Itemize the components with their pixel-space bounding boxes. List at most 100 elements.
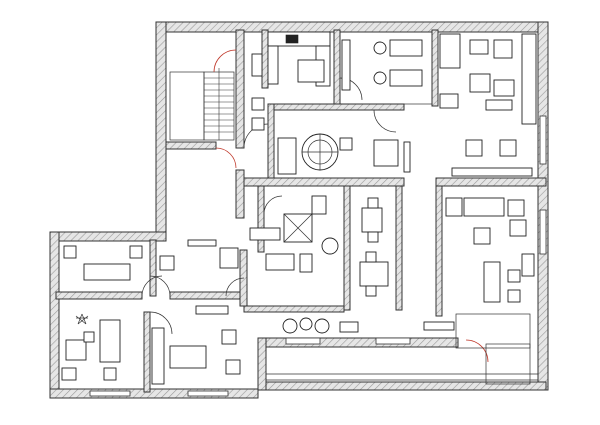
door-stair-lower xyxy=(215,147,237,169)
kitchen xyxy=(251,31,331,87)
wall-bath-right xyxy=(343,185,351,311)
wall-garage-right xyxy=(431,29,439,107)
dining-chair-1b xyxy=(367,231,379,243)
window-bottom-3 xyxy=(89,390,131,397)
terrace-chair-3 xyxy=(314,318,330,334)
lounge-chair-1 xyxy=(339,137,353,151)
wall-kitchen-right xyxy=(333,29,341,105)
west-wing xyxy=(61,239,239,381)
wall-right-section-top xyxy=(435,177,547,187)
wc-1 xyxy=(311,195,327,215)
wall-stair-right xyxy=(235,29,245,149)
wall-left-upper xyxy=(155,21,167,235)
wall-mid-horizontal xyxy=(243,177,405,187)
wall-right xyxy=(537,21,549,391)
equipment-bench-1 xyxy=(439,33,461,69)
windows xyxy=(89,115,547,397)
bath-cabinet xyxy=(265,253,295,271)
tv-unit xyxy=(451,167,533,177)
sofa-square-1 xyxy=(465,139,483,157)
wall-top-left-wing xyxy=(49,231,167,242)
lounge-radiator xyxy=(403,141,411,173)
terrace-chair-2 xyxy=(299,317,313,331)
living-room xyxy=(423,197,535,331)
dining-chair-1a xyxy=(367,197,379,209)
stair-treads xyxy=(204,68,234,140)
window-bottom-4 xyxy=(187,390,229,397)
sideboard xyxy=(483,261,501,303)
door-terrace xyxy=(465,339,489,363)
wall-bath-left xyxy=(257,185,265,253)
office-desk xyxy=(169,345,207,369)
wc-2 xyxy=(299,253,313,273)
door-stair-top xyxy=(213,49,237,73)
wall-stair-bottom xyxy=(165,141,217,150)
office-chair-2 xyxy=(225,359,241,375)
dining-table-2 xyxy=(359,261,389,287)
door-bath xyxy=(263,195,283,215)
door-office xyxy=(149,311,173,335)
dining-table-1 xyxy=(361,207,383,233)
wall-bottom-left xyxy=(49,388,259,399)
machine-1 xyxy=(389,39,423,57)
lounge-desk xyxy=(373,139,399,167)
star-plant-icon xyxy=(75,313,89,325)
wall-lounge-mid xyxy=(267,103,405,111)
garage-room xyxy=(339,31,433,105)
window-bottom-1 xyxy=(285,337,321,345)
wall-west-mid xyxy=(55,291,143,300)
exterior-walls xyxy=(49,21,549,399)
equipment-shelf xyxy=(521,33,537,125)
equipment-5 xyxy=(493,79,515,97)
bathroom xyxy=(249,195,339,273)
bath-vanity xyxy=(249,227,281,241)
dining-chair-2b xyxy=(365,285,377,297)
wall-top-upper xyxy=(155,21,549,33)
west-sofa xyxy=(83,263,131,281)
garage xyxy=(339,31,433,105)
window-bottom-2 xyxy=(375,337,411,345)
door-hall-2 xyxy=(225,277,245,297)
machine-2 xyxy=(389,69,423,87)
planter-right xyxy=(521,253,535,277)
shower-cross-2 xyxy=(283,213,313,243)
terrace-door-frame xyxy=(485,343,531,385)
chair-hall-2 xyxy=(251,117,265,131)
coffee-table xyxy=(473,227,491,245)
door-west-2 xyxy=(149,275,171,297)
west-desk xyxy=(99,319,121,363)
equipment-4 xyxy=(469,73,491,93)
chair-hall-1 xyxy=(251,97,265,111)
office xyxy=(151,305,359,385)
equipment-6 xyxy=(485,99,513,111)
west-box xyxy=(219,247,239,269)
wall-bottom-terrace xyxy=(257,381,547,391)
armchair-1 xyxy=(507,199,525,217)
west-chair-3 xyxy=(83,331,95,343)
fridge xyxy=(251,53,263,77)
office-wardrobe xyxy=(195,305,229,315)
wall-west-inner xyxy=(149,239,157,297)
lounge xyxy=(251,97,411,175)
equipment-2 xyxy=(469,39,489,55)
west-shelf xyxy=(187,239,217,247)
wall-west-mid2 xyxy=(169,291,241,300)
garage-cabinet xyxy=(341,39,351,91)
top-right-room xyxy=(439,33,537,177)
side-chair-2 xyxy=(507,289,521,303)
stool-2 xyxy=(373,71,387,85)
wall-dining-right xyxy=(395,185,403,311)
wall-right-vert xyxy=(435,185,443,317)
sofa-long xyxy=(463,197,505,217)
door-west-1 xyxy=(141,275,163,297)
wall-hall-bottom xyxy=(243,305,345,313)
armchair-2 xyxy=(509,219,527,237)
terrace-rail xyxy=(266,313,538,385)
kitchen-sink-icon xyxy=(285,34,299,44)
sink-round xyxy=(321,237,339,255)
window-right-2 xyxy=(539,209,547,255)
stair-landing xyxy=(169,71,205,141)
kitchen-counter-top xyxy=(267,31,331,47)
terrace-bench xyxy=(423,321,455,331)
wall-terrace-left xyxy=(257,337,267,391)
